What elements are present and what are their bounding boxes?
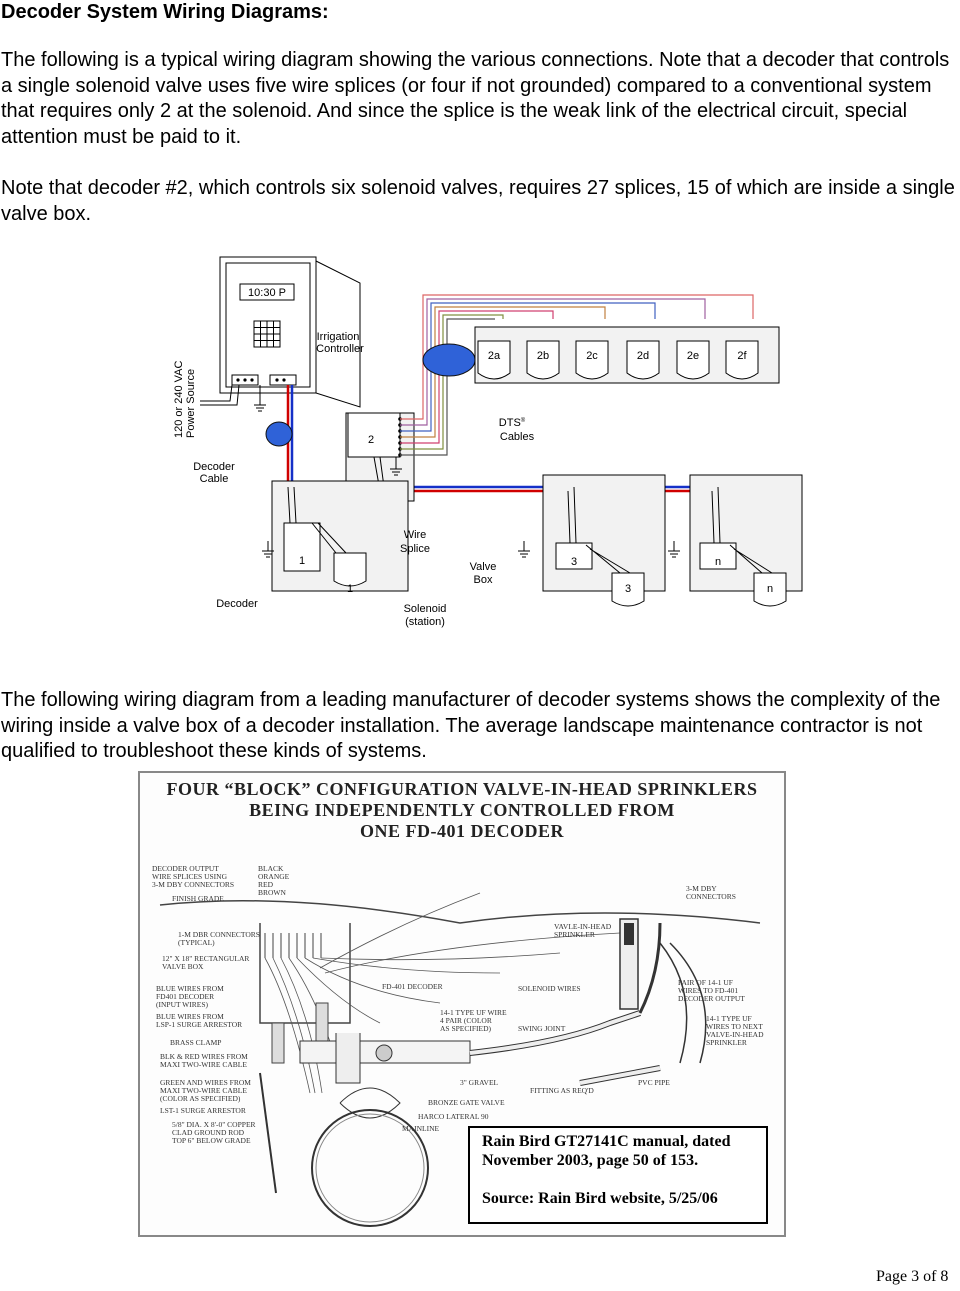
valve-2d: 2d [637,350,649,362]
label-harco: Harco lateral 90 [418,1112,489,1121]
label-dbr-connectors: 1-M DBR connectors (Typical) [178,930,260,947]
wire-splice-label-1: Wire [404,529,427,541]
dts-label: DTS® [499,417,526,429]
label-decoder-output: Decoder output wire splices using 3-M DB… [152,864,235,889]
label-valve-box: 12" x 18" rectangular valve box [162,954,250,971]
decoder-1-number: 1 [299,555,305,567]
label-wire-colors: Black Orange Red Brown [258,864,290,897]
page-number: Page 3 of 8 [876,1268,949,1285]
valve-2c: 2c [586,350,598,362]
controller-label-1: Irrigation [317,331,360,343]
label-mainline: Mainline [402,1124,440,1133]
diagram-title-line-3: ONE FD-401 DECODER [359,821,564,841]
manufacturer-diagram-paragraph: The following wiring diagram from a lead… [1,689,941,762]
power-source-label-1: 120 or 240 VAC [173,360,185,438]
valves-2a-2f [474,326,780,384]
label-ground-rod: 5/8" dia. x 8'-0" copper clad ground rod… [172,1120,256,1145]
label-fd401: FD-401 decoder [382,982,443,991]
solenoid-1-number: 1 [347,583,353,595]
label-fitting: Fitting as req'd [530,1086,594,1095]
label-gate-valve: Bronze gate valve [428,1098,505,1107]
caption-line-3: Source: Rain Bird website, 5/25/06 [482,1190,718,1207]
decoder-wiring-diagram: 10:30 P Irrigation Controller 120 or 240… [173,256,803,628]
solenoid-3-number: 3 [625,583,631,595]
wire-splice-label-2: Splice [400,543,430,555]
label-swing-joint: Swing joint [518,1024,566,1033]
decoder-3-number: 3 [571,556,577,568]
decoder-label: Decoder [216,598,258,610]
controller-display: 10:30 P [248,287,286,299]
dts-splice-bundle [422,343,476,377]
valve-2b: 2b [537,350,549,362]
decoder-n-number: n [715,556,721,568]
intro-paragraph: The following is a typical wiring diagra… [1,49,950,148]
decoder-cable-label-2: Cable [200,473,229,485]
valve-box-n [689,474,803,592]
decoder-2-note-paragraph: Note that decoder #2, which controls six… [1,177,955,225]
label-dby-connectors-right: 3-M DBY connectors [686,884,736,901]
valve-2a: 2a [488,350,501,362]
caption-line-1: Rain Bird GT27141C manual, dated [482,1133,731,1150]
valve-2f: 2f [737,350,747,362]
decoder-2-number: 2 [368,434,374,446]
source-caption-box: Rain Bird GT27141C manual, dated Novembe… [468,1126,768,1224]
caption-line-2: November 2003, page 50 of 153. [482,1152,699,1169]
controller-label-2: Controller [316,343,364,355]
section-heading: Decoder System Wiring Diagrams: [1,1,329,23]
label-gravel: 3" gravel [460,1078,499,1087]
label-finish-grade: Finish grade [172,894,224,903]
valve-box-3 [542,474,666,592]
label-brass-clamp: Brass clamp [170,1038,222,1047]
irrigation-controller [219,256,361,408]
valve-2e: 2e [687,350,699,362]
label-pvc-pipe: PVC pipe [638,1078,670,1087]
valve-box-label-2: Box [474,574,493,586]
label-uf-wire: 14-1 type UF wire 4 pair (Color as speci… [440,1008,507,1033]
keypad-grid [253,320,281,348]
manufacturer-wiring-diagram: FOUR “BLOCK” CONFIGURATION VALVE-IN-HEAD… [138,771,786,1237]
label-lst1: LST-1 surge arrestor [160,1106,246,1115]
dts-cables-label: Cables [500,431,535,443]
power-source-label-2: Power Source [185,369,197,438]
label-vih-sprinkler: Vavle-in-head sprinkler [554,922,612,939]
dts-cables [400,294,754,456]
decoder-cable-label-1: Decoder [193,461,235,473]
valve-box-label-1: Valve [470,561,497,573]
solenoid-label-1: Solenoid [404,603,447,615]
decoder-cable-splice [265,421,293,447]
solenoid-label-2: (station) [405,616,445,628]
diagram-title-line-1: FOUR “BLOCK” CONFIGURATION VALVE-IN-HEAD… [166,779,758,799]
diagram-title-line-2: BEING INDEPENDENTLY CONTROLLED FROM [249,800,675,820]
solenoid-n-number: n [767,583,773,595]
valve-box-illustration [159,892,761,1227]
